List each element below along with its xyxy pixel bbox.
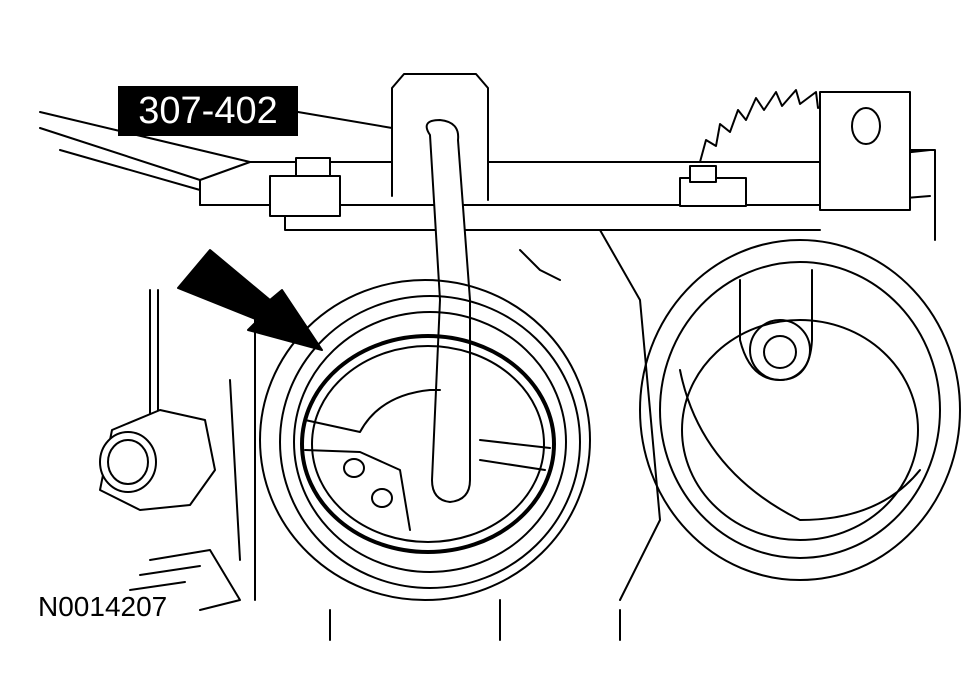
- fitting-nut: [99, 289, 216, 511]
- tool-handle: [391, 73, 489, 503]
- sprocket-teeth: [699, 89, 835, 163]
- lower-fitting: [129, 549, 241, 611]
- engine-block-outline: [229, 229, 661, 641]
- camshaft-seal: [300, 334, 556, 554]
- bracket-bolts: [295, 157, 717, 183]
- callout-leader-line: [297, 111, 393, 129]
- clamp-plate: [819, 91, 936, 241]
- tool-bracket: [39, 111, 931, 231]
- pointer-arrow-icon: [177, 249, 323, 351]
- tool-number-label: 307-402: [118, 86, 298, 136]
- figure-id: N0014207: [38, 591, 168, 622]
- right-camshaft-housing: [639, 239, 961, 581]
- left-camshaft-seal-area: [259, 279, 591, 601]
